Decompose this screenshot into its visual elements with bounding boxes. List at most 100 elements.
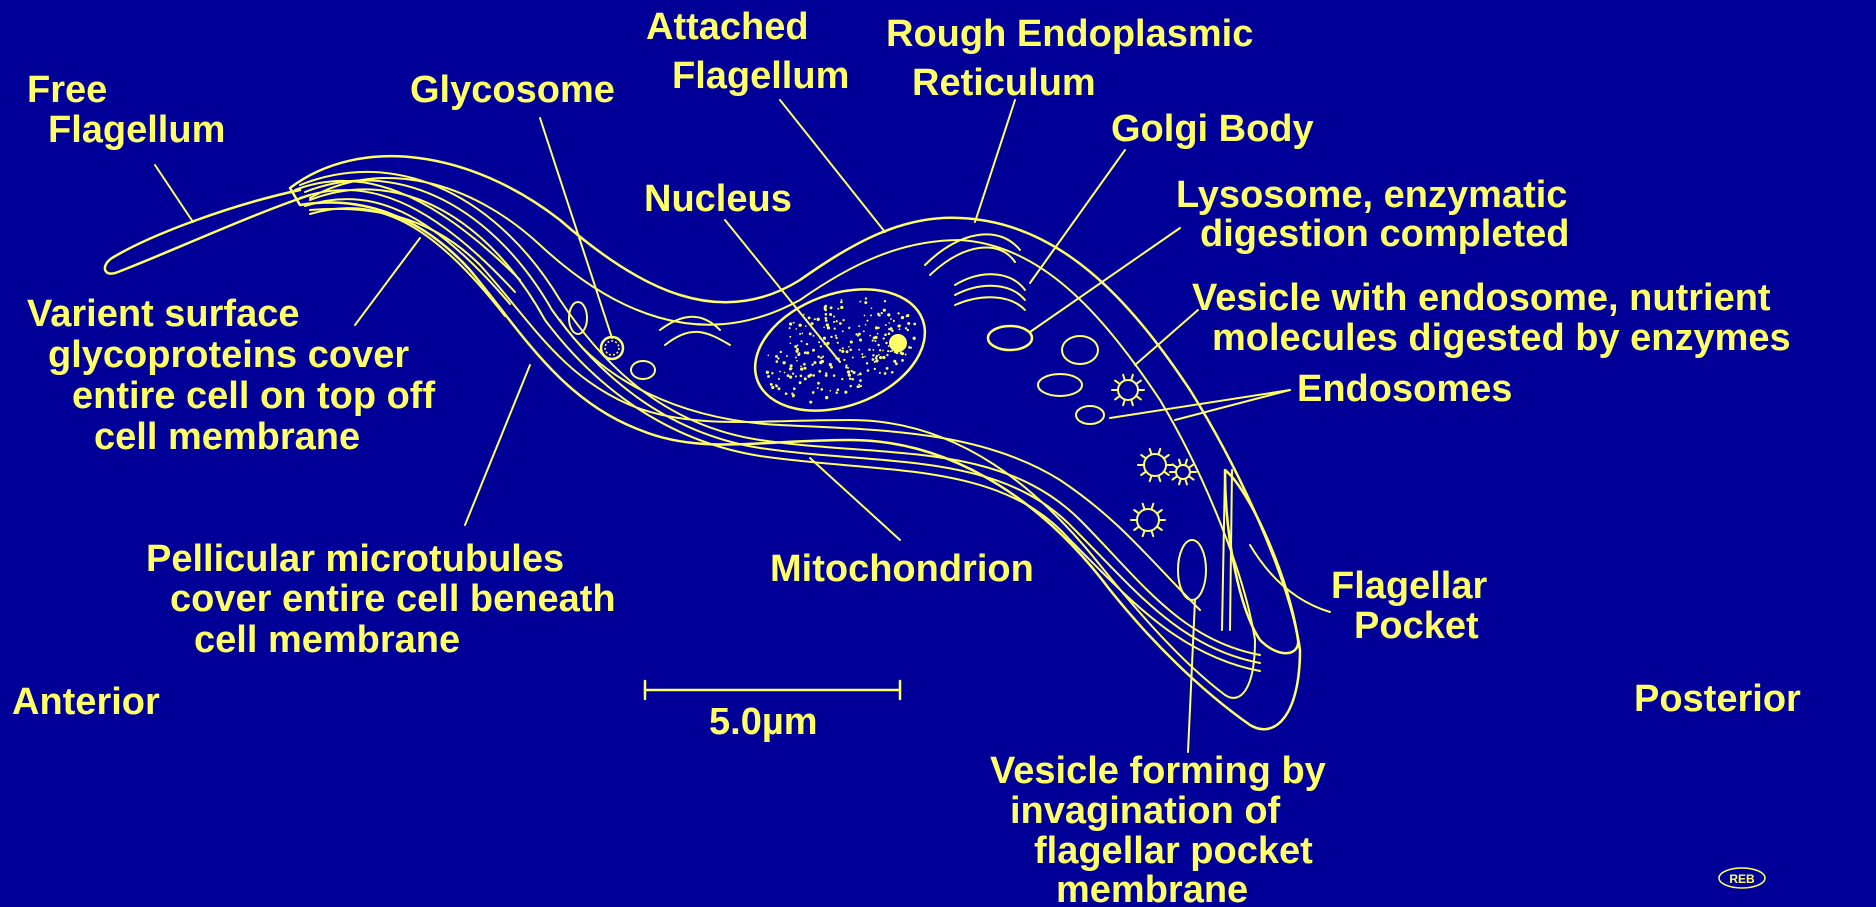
coated-vesicle-spike	[1123, 375, 1125, 381]
chromatin-dot	[817, 387, 819, 389]
chromatin-dot	[795, 375, 797, 377]
chromatin-dot	[809, 332, 812, 335]
coated-vesicle-spike	[1134, 510, 1139, 514]
chromatin-dot	[841, 378, 843, 380]
chromatin-dot	[812, 391, 815, 394]
chromatin-dot	[767, 375, 770, 378]
chromatin-dot	[779, 371, 781, 373]
chromatin-dot	[795, 350, 798, 353]
chromatin-dot	[792, 372, 794, 374]
chromatin-dot	[803, 363, 806, 366]
coated-vesicle-spike	[1141, 472, 1146, 476]
chromatin-dot	[907, 322, 910, 325]
chromatin-dot	[825, 372, 827, 374]
coated-vesicle-spike	[1189, 464, 1194, 468]
coated-vesicle-spike	[1185, 479, 1187, 485]
chromatin-dot	[868, 349, 870, 351]
chromatin-dot	[837, 388, 840, 391]
chromatin-dot	[849, 377, 852, 380]
coated-vesicle-spike	[1150, 476, 1152, 482]
label-vesicle-endosome: Vesicle with endosome, nutrient molecule…	[1192, 277, 1791, 359]
chromatin-dot	[808, 316, 811, 319]
chromatin-dot	[835, 335, 837, 337]
coated-vesicles	[1112, 375, 1196, 536]
chromatin-dot	[823, 326, 825, 328]
chromatin-dot	[842, 330, 844, 332]
chromatin-dot	[825, 317, 828, 320]
chromatin-dot	[886, 354, 888, 356]
chromatin-dot	[867, 369, 870, 372]
chromatin-dot	[865, 297, 867, 299]
chromatin-dot	[770, 383, 773, 386]
chromatin-dot	[841, 350, 844, 353]
chromatin-dot	[806, 351, 809, 354]
chromatin-dot	[872, 358, 875, 361]
chromatin-dot	[766, 371, 769, 374]
chromatin-dot	[885, 342, 887, 344]
chromatin-dot	[795, 328, 797, 330]
leader-free-flagellum	[155, 165, 193, 222]
chromatin-dot	[814, 318, 816, 320]
coated-vesicle	[1118, 380, 1138, 400]
chromatin-dot	[776, 360, 779, 363]
coated-vesicle-spike	[1150, 449, 1152, 455]
chromatin-dot	[864, 315, 866, 317]
chromatin-dot	[809, 401, 812, 404]
chromatin-dot	[883, 337, 885, 339]
chromatin-dot	[877, 333, 879, 335]
chromatin-dot	[874, 336, 877, 339]
chromatin-dot	[789, 336, 791, 338]
coated-vesicle	[1144, 454, 1166, 476]
coated-vesicle-spike	[1151, 504, 1153, 510]
chromatin-dot	[889, 327, 892, 330]
chromatin-dot	[830, 336, 832, 338]
signature-badge: REB	[1719, 868, 1765, 888]
chromatin-dot	[906, 315, 908, 317]
coated-vesicle-spike	[1131, 375, 1133, 381]
chromatin-dot	[789, 322, 792, 325]
chromatin-dot	[852, 378, 855, 381]
chromatin-dot	[813, 361, 816, 364]
chromatin-dot	[863, 330, 865, 332]
chromatin-dot	[884, 300, 886, 302]
coated-vesicle-spike	[1179, 460, 1181, 466]
chromatin-dot	[859, 379, 862, 382]
chromatin-dot	[848, 346, 850, 348]
coated-vesicle-spike	[1115, 381, 1120, 385]
chromatin-dot	[884, 333, 887, 336]
chromatin-dot	[864, 301, 867, 304]
chromatin-dot	[800, 365, 802, 367]
leader-rough-er	[975, 100, 1015, 222]
endosome-shapes	[1038, 336, 1104, 424]
chromatin-dot	[869, 335, 871, 337]
chromatin-dot	[901, 359, 904, 362]
chromatin-dot	[858, 384, 860, 386]
chromatin-dot	[798, 352, 800, 354]
chromatin-dot	[913, 323, 916, 326]
chromatin-dot	[893, 360, 896, 363]
chromatin-dot	[845, 366, 847, 368]
chromatin-dot	[840, 301, 843, 304]
chromatin-dot	[879, 372, 881, 374]
chromatin-dot	[833, 321, 835, 323]
chromatin-dot	[839, 349, 841, 351]
chromatin-dot	[833, 374, 836, 377]
chromatin-dot	[817, 318, 820, 321]
coated-vesicle-spike	[1131, 400, 1133, 406]
label-scale-bar: 5.0µm	[709, 701, 818, 743]
chromatin-dot	[862, 356, 864, 358]
chromatin-dot	[858, 333, 861, 336]
chromatin-dot	[887, 350, 889, 352]
coated-vesicle-spike	[1143, 504, 1145, 510]
label-mitochondrion: Mitochondrion	[770, 548, 1034, 590]
chromatin-dot	[804, 351, 807, 354]
chromatin-dot	[887, 313, 890, 316]
chromatin-dot	[812, 374, 815, 377]
chromatin-dot	[857, 385, 860, 388]
chromatin-dot	[899, 325, 901, 327]
labels: Free Flagellum Glycosome Attached Flagel…	[12, 6, 1801, 907]
golgi-body-shape	[955, 274, 1025, 310]
coated-vesicle-spike	[1158, 449, 1160, 455]
chromatin-dot	[872, 354, 874, 356]
